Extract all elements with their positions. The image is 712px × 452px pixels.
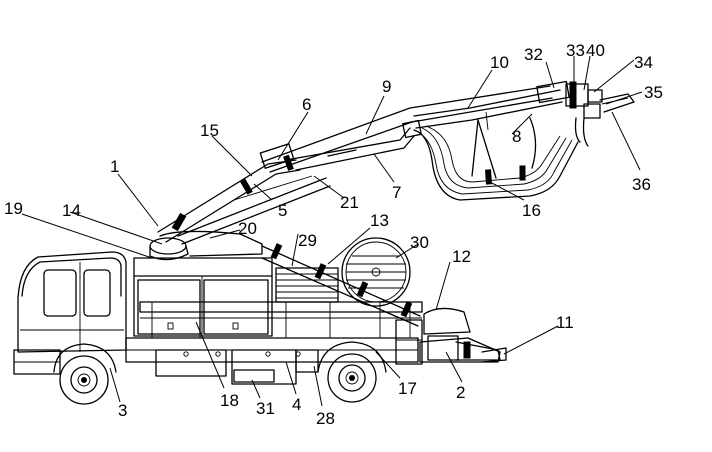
callout-21: 21: [340, 193, 359, 212]
rear-wheel: [317, 341, 387, 403]
third-boom-section: [413, 80, 570, 131]
callout-4: 4: [292, 395, 301, 414]
second-boom-section: [259, 85, 553, 173]
nozzle-head: [565, 81, 635, 147]
callout-labels: 1 2 3 4 5 6 7 8 9 10 11 12 13 14 15 16 1…: [4, 41, 663, 428]
callout-18: 18: [220, 391, 239, 410]
callout-2: 2: [456, 383, 465, 402]
callout-30: 30: [410, 233, 429, 252]
callout-6: 6: [302, 95, 311, 114]
callout-16: 16: [522, 201, 541, 220]
leader-lines: [21, 55, 643, 407]
callout-31: 31: [256, 399, 275, 418]
callout-8: 8: [512, 127, 521, 146]
callout-17: 17: [398, 379, 417, 398]
front-wheel: [53, 343, 117, 405]
callout-10: 10: [490, 53, 509, 72]
callout-34: 34: [634, 53, 653, 72]
callout-35: 35: [644, 83, 663, 102]
callout-28: 28: [316, 409, 335, 428]
callout-36: 36: [632, 175, 651, 194]
callout-29: 29: [298, 231, 317, 250]
callout-19: 19: [4, 199, 23, 218]
truck-cab: [13, 251, 127, 375]
rear-hopper: [419, 307, 507, 363]
chassis-frame: [125, 301, 423, 385]
callout-32: 32: [524, 45, 543, 64]
callout-15: 15: [200, 121, 219, 140]
equipment-cabinet: [133, 257, 273, 337]
callout-14: 14: [62, 201, 81, 220]
callout-40: 40: [586, 41, 605, 60]
looped-hoses: [413, 117, 579, 201]
callout-12: 12: [452, 247, 471, 266]
callout-5: 5: [278, 201, 287, 220]
callout-1: 1: [110, 157, 119, 176]
delivery-pipe: [261, 243, 421, 327]
callout-20: 20: [238, 219, 257, 238]
callout-11: 11: [556, 313, 574, 332]
hose-reel: [275, 237, 411, 307]
callout-9: 9: [382, 77, 391, 96]
callout-13: 13: [370, 211, 389, 230]
callout-33: 33: [566, 41, 585, 60]
callout-3: 3: [118, 401, 127, 420]
callout-7: 7: [392, 183, 401, 202]
